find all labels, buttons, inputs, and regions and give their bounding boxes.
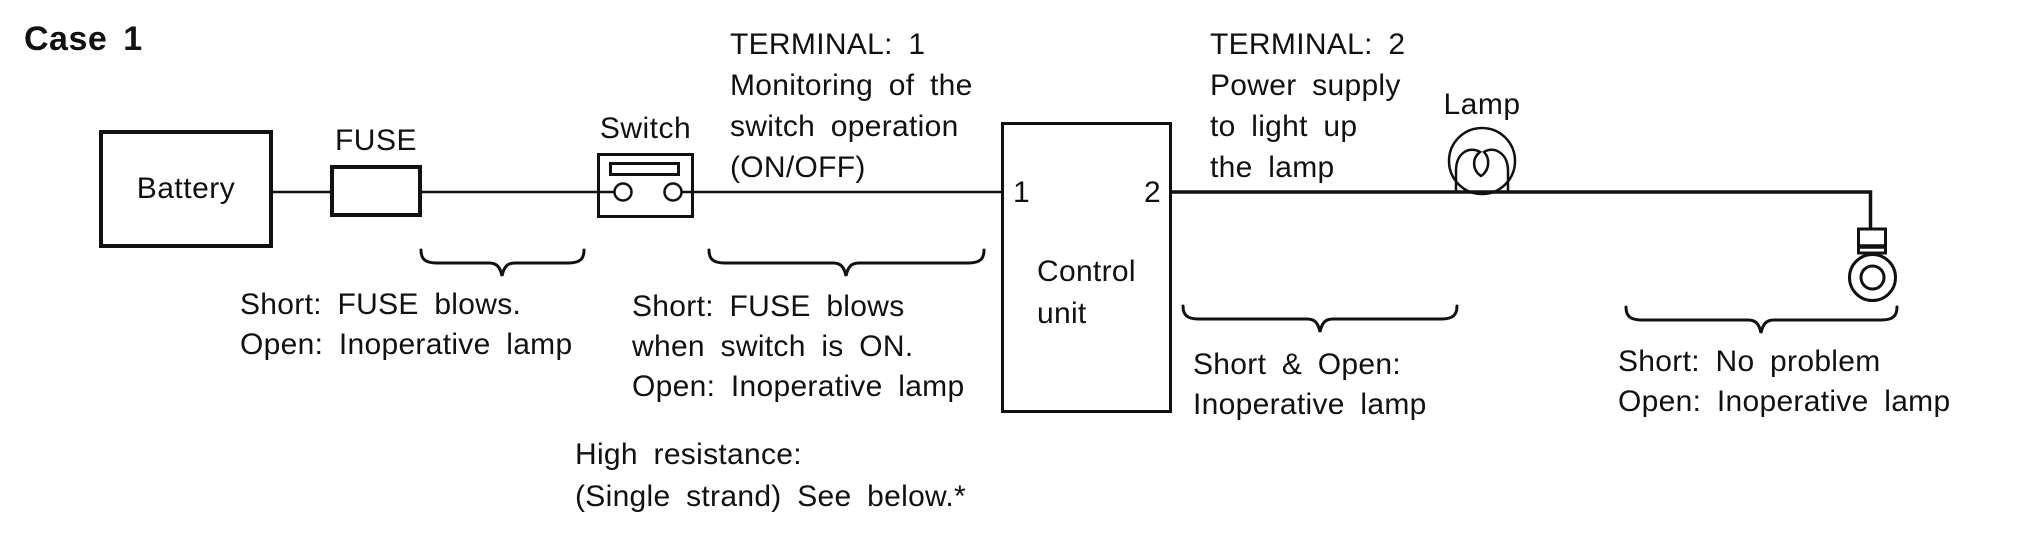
terminal-1-note-line2: Monitoring of the	[730, 69, 973, 102]
fault-note-line: when switch is ON.	[632, 330, 914, 363]
battery-box: Battery	[99, 130, 273, 248]
control-unit-label-line1: Control	[1037, 255, 1136, 288]
case-title: Case 1	[24, 20, 143, 58]
control-unit-box: 1 2 Control unit	[1001, 122, 1172, 413]
high-resistance-note: High resistance: (Single strand) See bel…	[575, 434, 966, 518]
fault-note-line: Short: No problem	[1618, 345, 1881, 378]
lamp-label: Lamp	[1443, 88, 1521, 121]
switch-actuator-icon	[609, 162, 680, 176]
fault-note-battery-to-switch: Short: FUSE blows. Open: Inoperative lam…	[240, 285, 572, 365]
underbrace-lamp-to-ground	[1624, 305, 1899, 334]
terminal-2-note: TERMINAL: 2 Power supply to light up the…	[1210, 24, 1405, 188]
terminal-1-note-line4: (ON/OFF)	[730, 151, 866, 184]
fault-note-line: Open: Inoperative lamp	[1618, 385, 1951, 418]
battery-label: Battery	[136, 172, 236, 205]
control-unit-label-line2: unit	[1037, 297, 1087, 330]
fault-note-line: Short: FUSE blows	[632, 290, 905, 323]
lamp-icon	[1447, 126, 1517, 196]
terminal-1-note-line1: TERMINAL: 1	[730, 28, 926, 61]
underbrace-control-to-lamp	[1181, 304, 1459, 333]
fault-note-switch-to-control: Short: FUSE blows when switch is ON. Ope…	[632, 287, 964, 407]
high-resistance-line: (Single strand) See below.*	[575, 480, 966, 513]
fault-note-line: Short & Open:	[1193, 348, 1402, 381]
fault-note-line: Short: FUSE blows.	[240, 288, 522, 321]
fuse-label: FUSE	[334, 124, 417, 157]
fuse-box	[330, 165, 422, 217]
switch-label: Switch	[599, 112, 692, 145]
switch-contact-left-icon	[613, 182, 633, 202]
fault-note-lamp-to-ground: Short: No problem Open: Inoperative lamp	[1618, 342, 1950, 422]
control-unit-label: Control unit	[1037, 251, 1136, 335]
fault-note-line: Inoperative lamp	[1193, 388, 1427, 421]
underbrace-switch-to-control	[707, 248, 986, 277]
switch-box	[597, 153, 694, 218]
terminal-2-note-line1: TERMINAL: 2	[1210, 28, 1406, 61]
fault-note-line: Open: Inoperative lamp	[240, 328, 573, 361]
control-unit-pin-2: 2	[1144, 176, 1161, 209]
fault-note-line: Open: Inoperative lamp	[632, 370, 965, 403]
ground-terminal-icon	[1848, 227, 1897, 302]
terminal-2-note-line2: Power supply	[1210, 69, 1401, 102]
terminal-1-note-line3: switch operation	[730, 110, 959, 143]
high-resistance-line: High resistance:	[575, 438, 802, 471]
underbrace-fuse-to-switch	[419, 248, 586, 277]
terminal-2-note-line3: to light up	[1210, 110, 1358, 143]
fault-note-control-to-lamp: Short & Open: Inoperative lamp	[1193, 345, 1427, 425]
terminal-1-note: TERMINAL: 1 Monitoring of the switch ope…	[730, 24, 973, 188]
switch-contact-right-icon	[663, 182, 683, 202]
wire-control-unit-to-ground	[1169, 190, 1873, 230]
control-unit-pin-1: 1	[1013, 176, 1030, 209]
terminal-2-note-line4: the lamp	[1210, 151, 1335, 184]
